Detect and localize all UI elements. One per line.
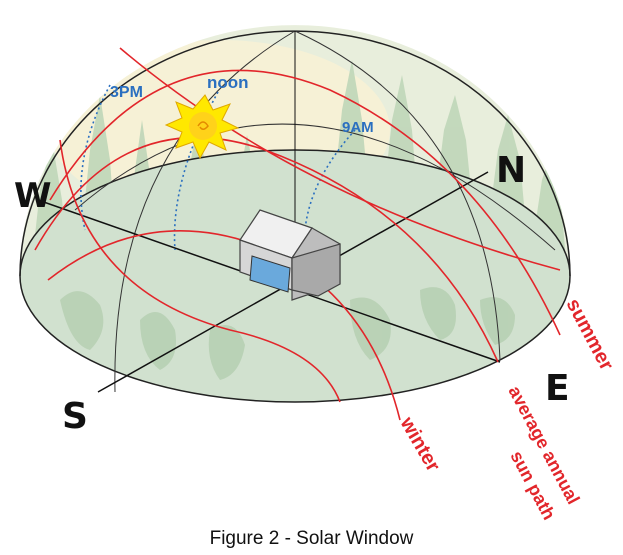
- label-9am: 9AM: [342, 119, 374, 136]
- figure-caption: Figure 2 - Solar Window: [209, 528, 414, 549]
- sun-icon: [164, 94, 240, 160]
- label-east: E: [545, 368, 570, 409]
- label-noon: noon: [207, 73, 249, 92]
- dome-gridlines: [74, 30, 556, 393]
- label-3pm: 3PM: [110, 84, 143, 101]
- house-icon: [239, 209, 341, 301]
- summer-path: [49, 69, 561, 336]
- label-winter: winter: [395, 413, 444, 476]
- house-window: [249, 255, 291, 293]
- label-west: W: [14, 176, 52, 216]
- label-summer: summer: [562, 295, 618, 374]
- label-south: S: [62, 396, 88, 437]
- label-north: N: [496, 150, 526, 191]
